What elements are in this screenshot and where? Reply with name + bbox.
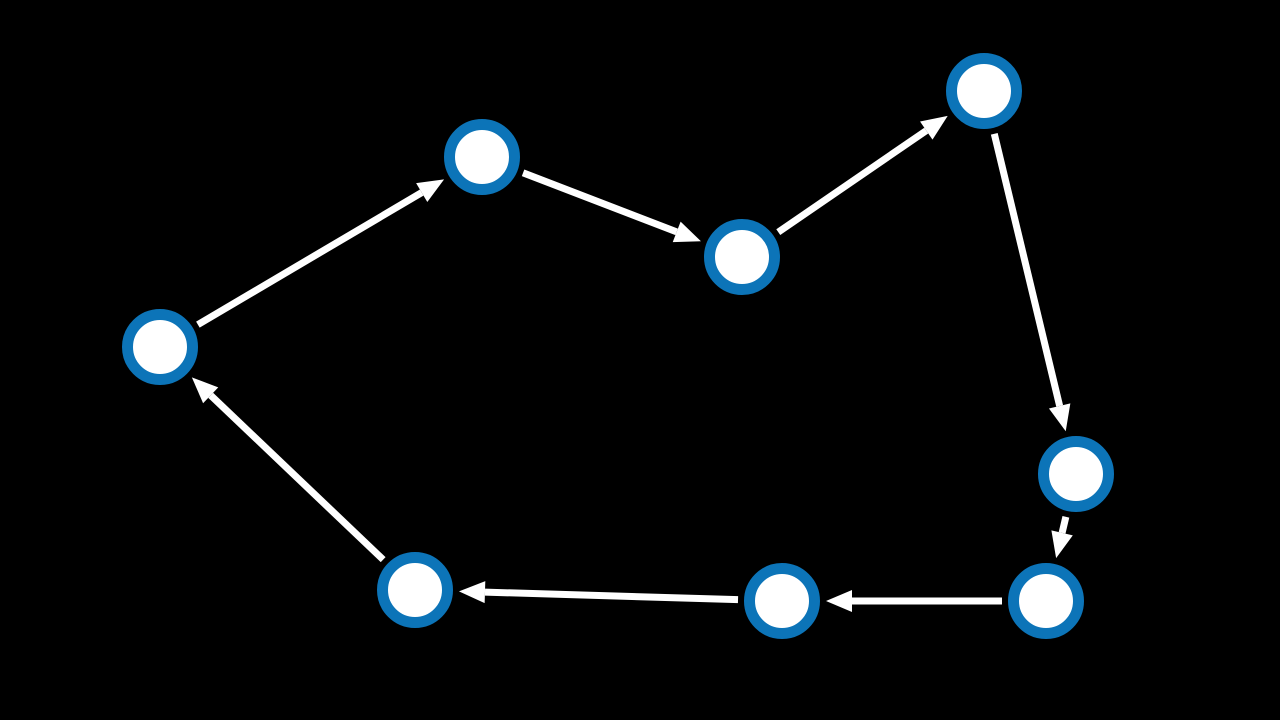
graph-node[interactable] bbox=[444, 119, 520, 195]
graph-edge bbox=[196, 179, 445, 328]
arrowhead-icon bbox=[416, 179, 445, 203]
arrowhead-icon bbox=[826, 590, 852, 612]
graph-node[interactable] bbox=[377, 552, 453, 628]
node-circle[interactable] bbox=[444, 119, 520, 195]
graph-node[interactable] bbox=[1038, 436, 1114, 512]
node-layer bbox=[122, 53, 1114, 639]
arrowhead-icon bbox=[1048, 403, 1071, 432]
graph-edge bbox=[191, 377, 386, 563]
node-circle[interactable] bbox=[122, 309, 198, 385]
graph-edge bbox=[1051, 516, 1073, 559]
node-circle[interactable] bbox=[377, 552, 453, 628]
node-circle[interactable] bbox=[744, 563, 820, 639]
graph-edge bbox=[826, 590, 1002, 612]
graph-node[interactable] bbox=[744, 563, 820, 639]
graph-edge bbox=[521, 169, 701, 243]
arrowhead-icon bbox=[672, 221, 701, 243]
arrowhead-icon bbox=[920, 115, 948, 140]
graph-node[interactable] bbox=[704, 219, 780, 295]
graph-edge bbox=[458, 581, 739, 604]
arrowhead-icon bbox=[191, 377, 219, 404]
graph-node[interactable] bbox=[1008, 563, 1084, 639]
edge-layer bbox=[191, 115, 1073, 612]
node-circle[interactable] bbox=[946, 53, 1022, 129]
node-circle[interactable] bbox=[704, 219, 780, 295]
graph-edge bbox=[776, 115, 948, 235]
graph-edge bbox=[990, 132, 1071, 432]
graph-node[interactable] bbox=[122, 309, 198, 385]
graph-node[interactable] bbox=[946, 53, 1022, 129]
arrowhead-icon bbox=[458, 581, 486, 604]
node-circle[interactable] bbox=[1038, 436, 1114, 512]
arrowhead-icon bbox=[1051, 530, 1073, 559]
node-circle[interactable] bbox=[1008, 563, 1084, 639]
